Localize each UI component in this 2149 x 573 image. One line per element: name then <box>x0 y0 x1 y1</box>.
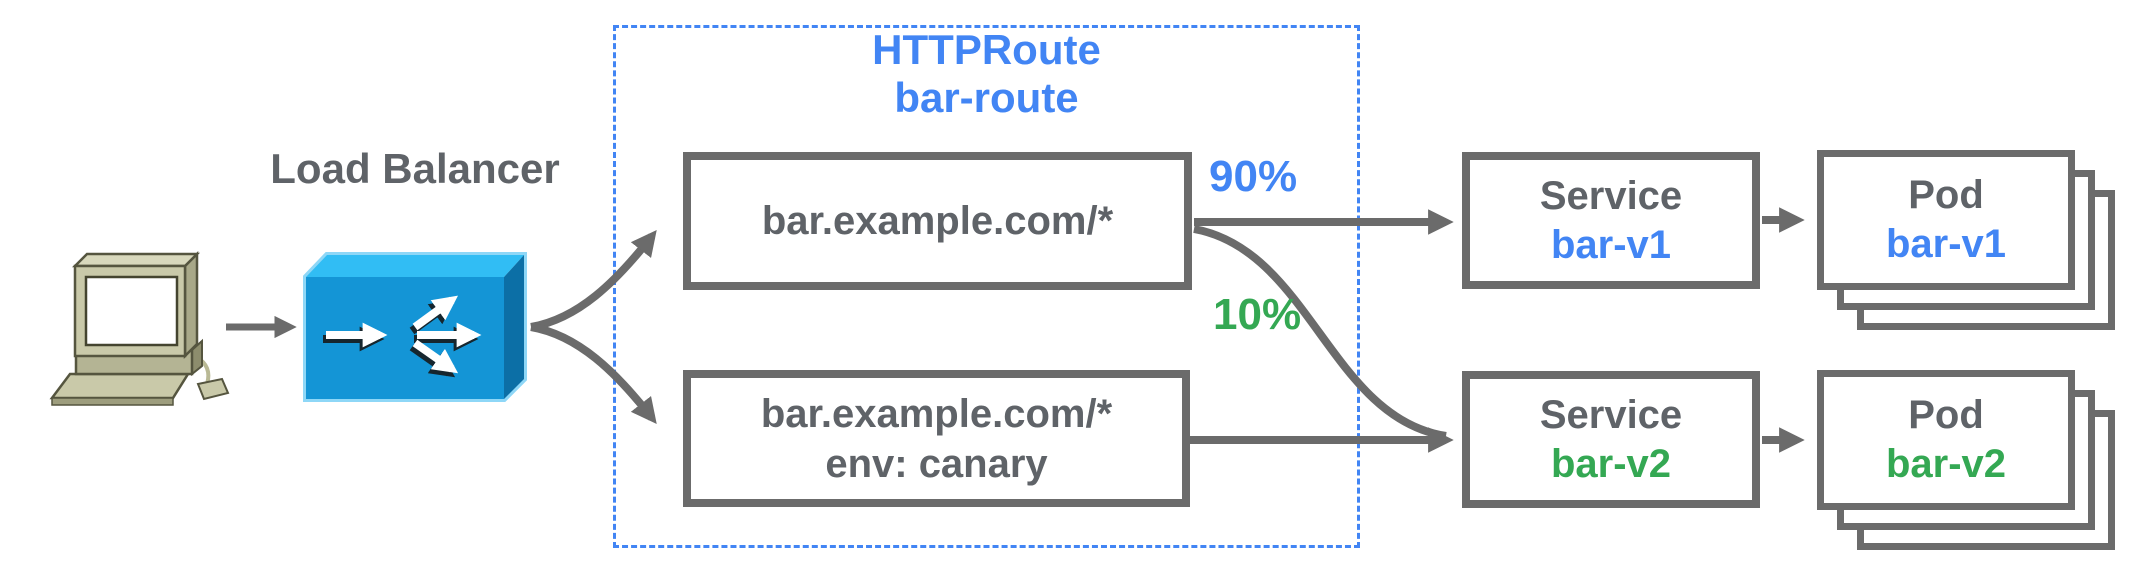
load-balancer-icon <box>303 252 527 402</box>
httproute-title: HTTPRoute bar-route <box>613 26 1360 122</box>
weight-label-10: 10% <box>1213 290 1302 339</box>
service-box-bar-v2: Service bar-v2 <box>1462 371 1760 508</box>
load-balancer-label: Load Balancer <box>270 145 560 192</box>
computer-icon <box>49 250 230 406</box>
weight-label-90: 90% <box>1209 152 1298 201</box>
service-name-label: bar-v1 <box>1550 222 1672 267</box>
pod-name-label: bar-v2 <box>1885 442 2007 486</box>
service-kind-label: Service <box>1539 173 1683 218</box>
pod-name-label: bar-v1 <box>1885 222 2007 266</box>
pod-kind-label: Pod <box>1908 393 1984 437</box>
rule-match-host: bar.example.com/* <box>761 199 1114 243</box>
connector-lb-to-rule2 <box>530 323 657 425</box>
rule-box-primary: bar.example.com/* <box>683 152 1192 290</box>
connector-lb-to-rule1 <box>530 229 657 331</box>
pod-box-bar-v2: Pod bar-v2 <box>1817 370 2075 510</box>
service-kind-label: Service <box>1539 392 1683 437</box>
service-box-bar-v1: Service bar-v1 <box>1462 152 1760 289</box>
pod-kind-label: Pod <box>1908 173 1984 217</box>
pod-box-bar-v1: Pod bar-v1 <box>1817 150 2075 290</box>
rule-match-header: env: canary <box>825 441 1048 486</box>
lb-arrows <box>326 295 482 374</box>
httproute-group-border <box>613 25 1360 548</box>
connector-rule1-to-service2 <box>1193 225 1447 440</box>
rule-box-canary: bar.example.com/* env: canary <box>683 370 1190 507</box>
service-name-label: bar-v2 <box>1550 441 1672 486</box>
httproute-name: bar-route <box>894 74 1079 121</box>
httproute-kind: HTTPRoute <box>872 26 1101 73</box>
rule-match-host: bar.example.com/* <box>760 391 1113 436</box>
